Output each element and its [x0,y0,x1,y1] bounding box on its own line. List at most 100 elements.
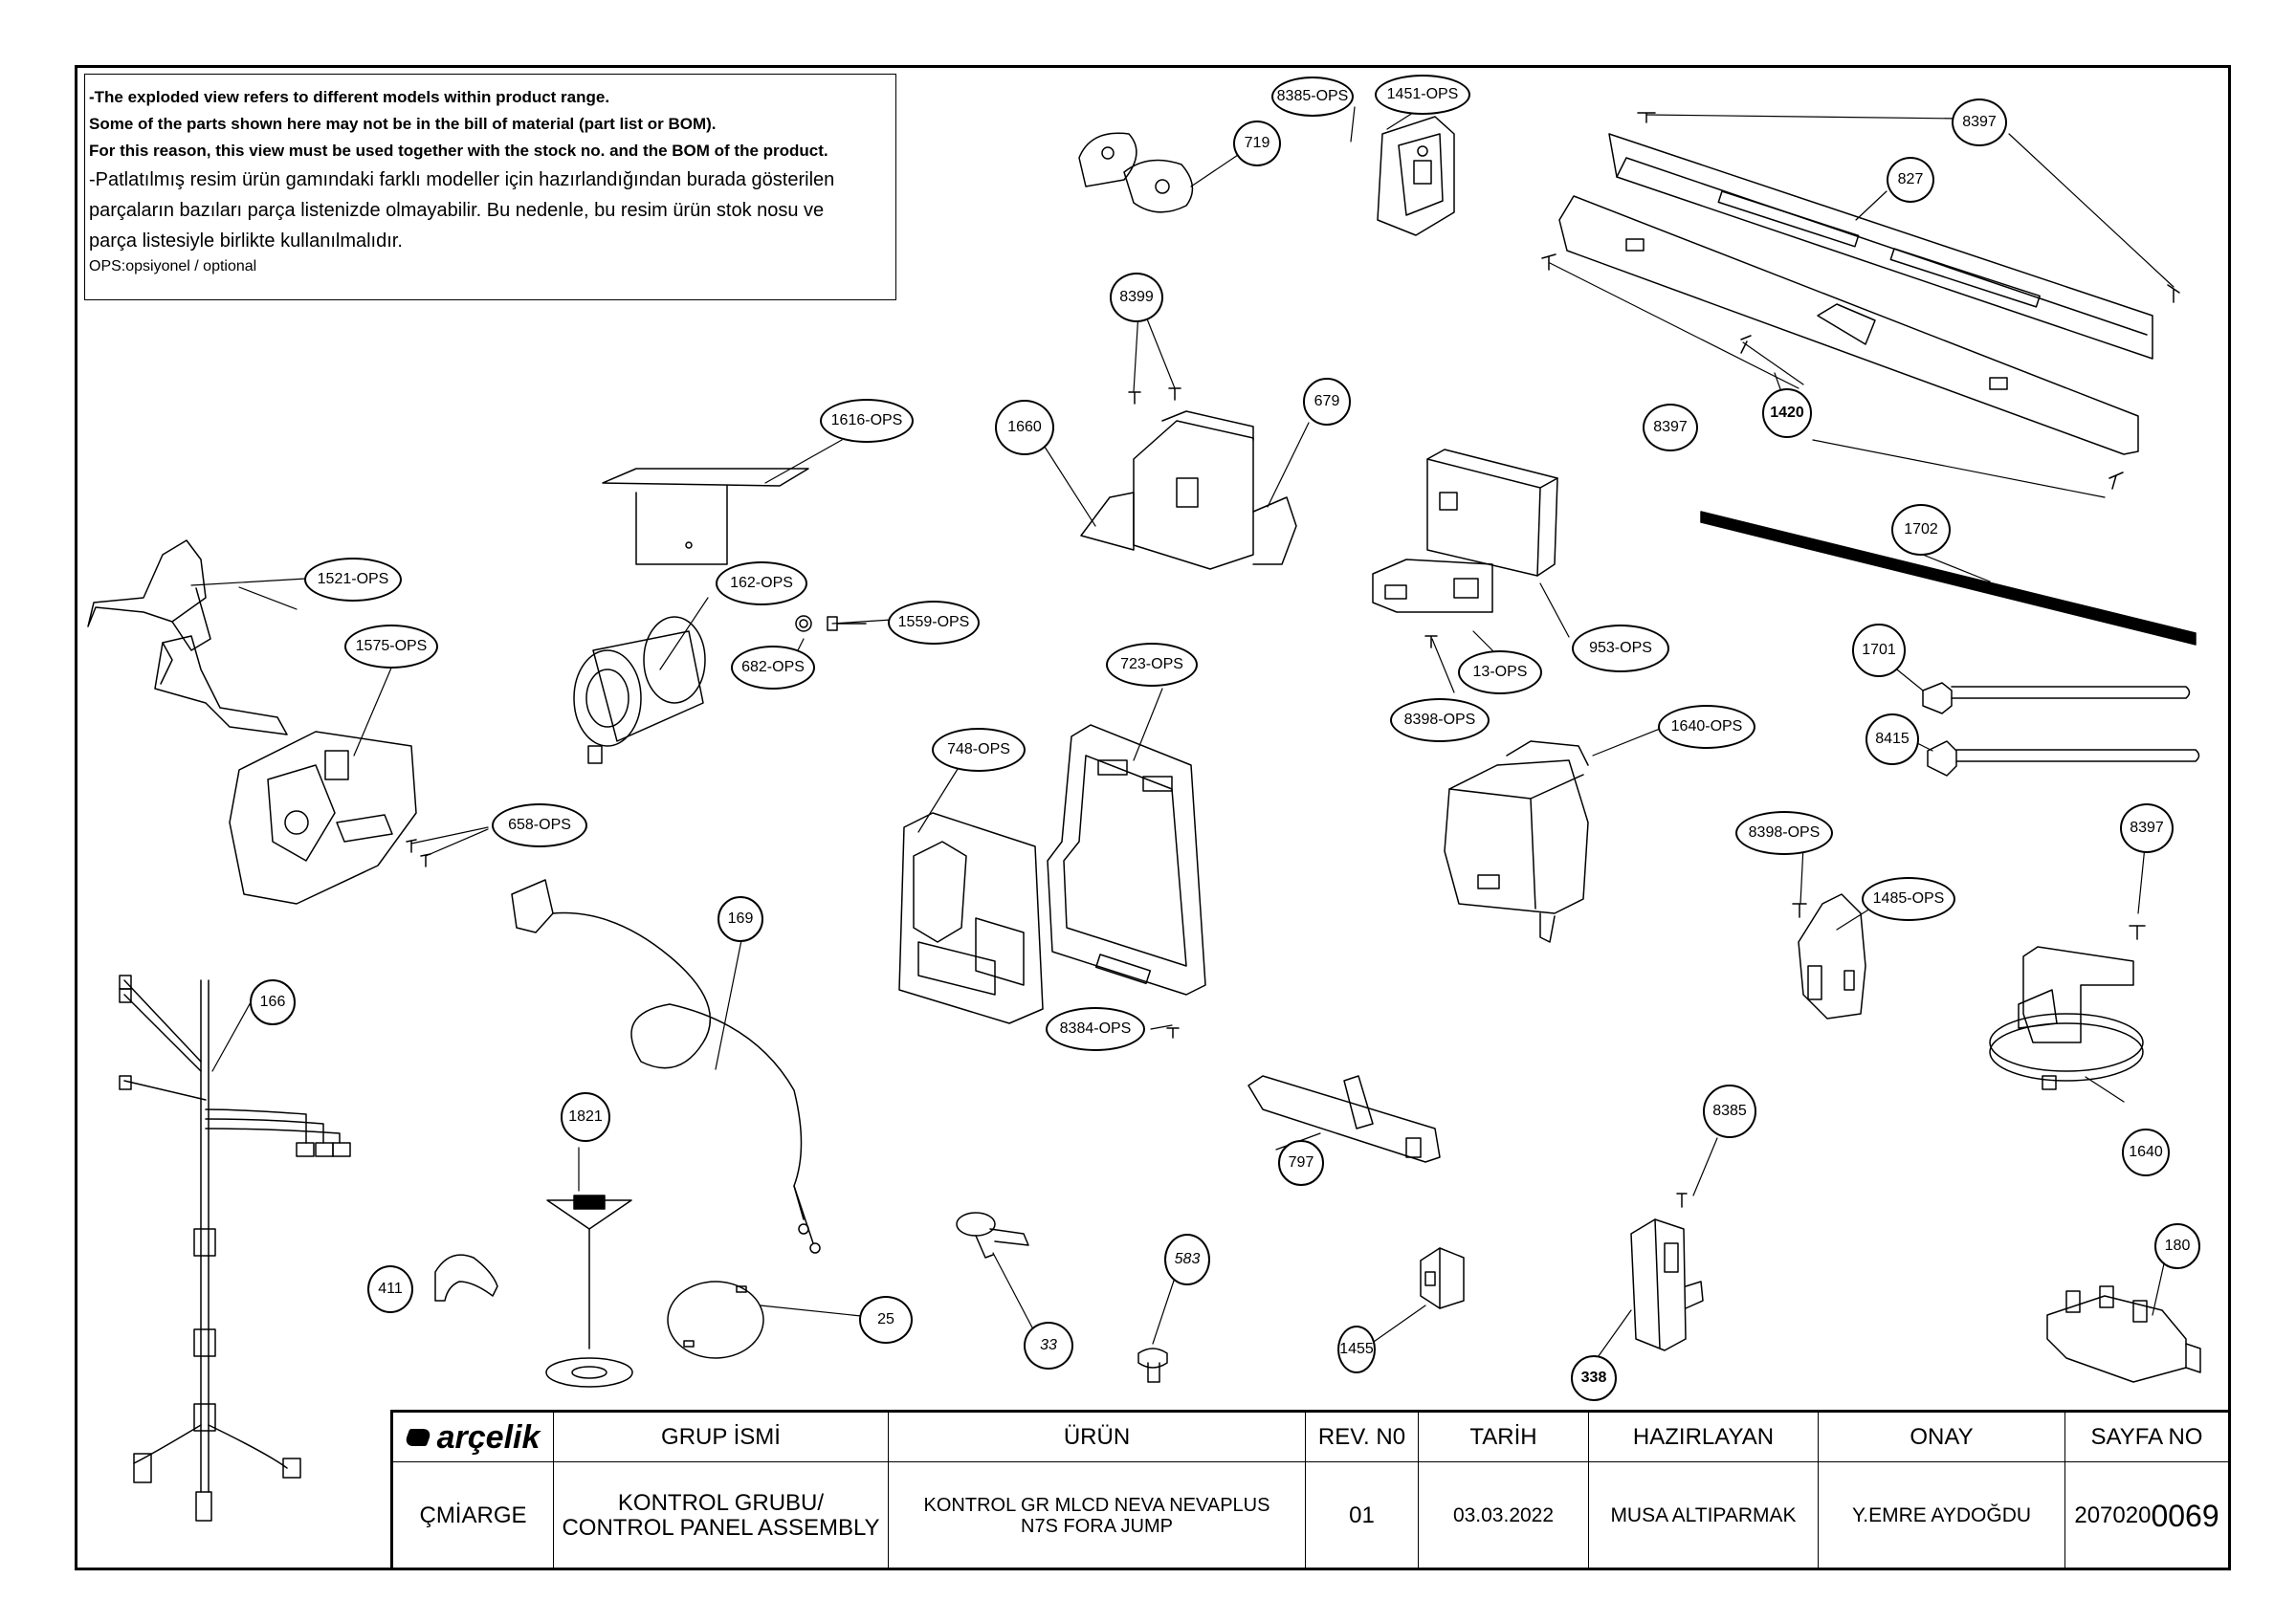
part-719-cam [1078,132,1194,213]
note-line: -Patlatılmış resim ürün gamındaki farklı… [89,169,835,190]
callout-8399: 8399 [1110,273,1163,322]
part-25-ring [667,1281,764,1359]
part-8385-338-lock [1630,1193,1704,1351]
product-header: ÜRÜN [889,1413,1306,1462]
callout-8397: 8397 [1643,404,1698,451]
callout-682-ops: 682-OPS [731,646,815,690]
part-953-box [1426,449,1558,577]
callout-33: 33 [1024,1322,1073,1370]
callout-719: 719 [1233,121,1281,166]
callout-723-ops: 723-OPS [1106,643,1198,687]
callout-8415: 8415 [1866,713,1919,765]
callout-8385: 8385 [1703,1085,1756,1138]
part-169-cable [511,879,821,1254]
callout-1485-ops: 1485-OPS [1862,877,1955,921]
callout-180: 180 [2154,1223,2200,1269]
callout-1702: 1702 [1891,504,1951,556]
page-number-suffix: 0069 [2151,1499,2219,1533]
callout-8397: 8397 [1952,99,2007,146]
callout-1455: 1455 [1337,1326,1376,1373]
small-screws [406,387,1807,1039]
part-1821-sensor [545,1195,633,1388]
callout-13-ops: 13-OPS [1458,650,1542,694]
callout-8397: 8397 [2120,803,2174,853]
callout-1640-ops: 1640-OPS [1658,705,1755,749]
callout-1640: 1640 [2122,1129,2170,1176]
callout-583: 583 [1164,1234,1210,1285]
brand-mark-icon [403,1428,432,1446]
parts-1701-8415-sensors [1922,682,2200,777]
callout-1451-ops: 1451-OPS [1375,75,1470,115]
callout-1575-ops: 1575-OPS [344,625,438,669]
drawing-frame [75,65,2231,1570]
parts-682-1559-nut-screw [795,615,867,632]
part-162-capacitor [573,616,706,764]
part-13-lock [1372,559,1493,613]
callout-1701: 1701 [1852,624,1906,677]
date-header: TARİH [1419,1413,1589,1462]
note-line: -The exploded view refers to different m… [89,88,610,106]
callout-169: 169 [718,896,763,942]
part-166-harness [119,975,351,1522]
part-180-switch [2046,1285,2201,1383]
part-1451-holder [1377,116,1455,236]
callout-748-ops: 748-OPS [932,728,1026,772]
brand-name: arçelik [436,1418,541,1456]
part-1640-ops-pump [1444,740,1589,943]
part-1702-strip [1700,511,2197,646]
leader-lines [190,106,2175,1361]
part-797-slider [1247,1075,1441,1163]
note-line: parçaların bazıları parça listenizde olm… [89,200,825,221]
callout-1521-ops: 1521-OPS [304,558,402,602]
rev-header: REV. N0 [1306,1413,1419,1462]
callout-8398-ops: 8398-OPS [1390,698,1490,742]
callout-166: 166 [250,979,296,1025]
callout-1559-ops: 1559-OPS [888,601,980,645]
part-1521-cam [87,539,211,651]
part-1575-cam [154,635,288,735]
part-1660-679-filter [1080,410,1297,570]
prepared-header: HAZIRLAYAN [1589,1413,1819,1462]
rev-value: 01 [1306,1462,1419,1570]
part-658-bracket [229,731,417,905]
part-411-clip [434,1254,498,1302]
callout-1420: 1420 [1762,388,1812,438]
note-line: parça listesiyle birlikte kullanılmalıdı… [89,230,403,252]
callout-162-ops: 162-OPS [716,561,807,605]
callout-953-ops: 953-OPS [1572,625,1669,672]
callout-25: 25 [859,1296,913,1344]
approve-value: Y.EMRE AYDOĞDU [1819,1462,2065,1570]
page-number-prefix: 207020 [2074,1502,2152,1528]
part-1485-switch [1798,893,1866,1020]
callout-827: 827 [1887,157,1934,203]
note-line: For this reason, this view must be used … [89,142,828,160]
part-1455-holder [1420,1247,1465,1309]
callout-8384-ops: 8384-OPS [1046,1007,1145,1051]
date-value: 03.03.2022 [1419,1462,1589,1570]
part-1616-plate [602,468,809,565]
part-583-grommet [1137,1348,1168,1383]
brand-code: ÇMİARGE [393,1462,554,1570]
note-line: Some of the parts shown here may not be … [89,115,717,133]
group-value: KONTROL GRUBU/ CONTROL PANEL ASSEMBLY [554,1462,889,1570]
callout-8398-ops: 8398-OPS [1735,811,1833,855]
part-748-board [898,812,1044,1024]
note-line: OPS:opsiyonel / optional [89,258,257,274]
part-1640-pressure-switch [1989,946,2144,1090]
part-827-bracket [1608,133,2153,360]
callout-797: 797 [1278,1140,1324,1186]
callout-411: 411 [367,1265,413,1313]
screws-8397 [1541,112,2180,940]
disclaimer-note: -The exploded view refers to different m… [84,74,896,300]
callout-8385-ops: 8385-OPS [1271,77,1354,117]
callout-679: 679 [1303,378,1351,426]
callout-658-ops: 658-OPS [492,803,587,847]
part-1420-bracket [1558,195,2139,455]
product-value: KONTROL GR MLCD NEVA NEVAPLUS N7S FORA J… [889,1462,1306,1570]
part-33-clamp [956,1212,1029,1259]
callout-1616-ops: 1616-OPS [820,399,914,443]
group-header: GRUP İSMİ [554,1413,889,1462]
brand-logo: arçelik [393,1413,554,1462]
